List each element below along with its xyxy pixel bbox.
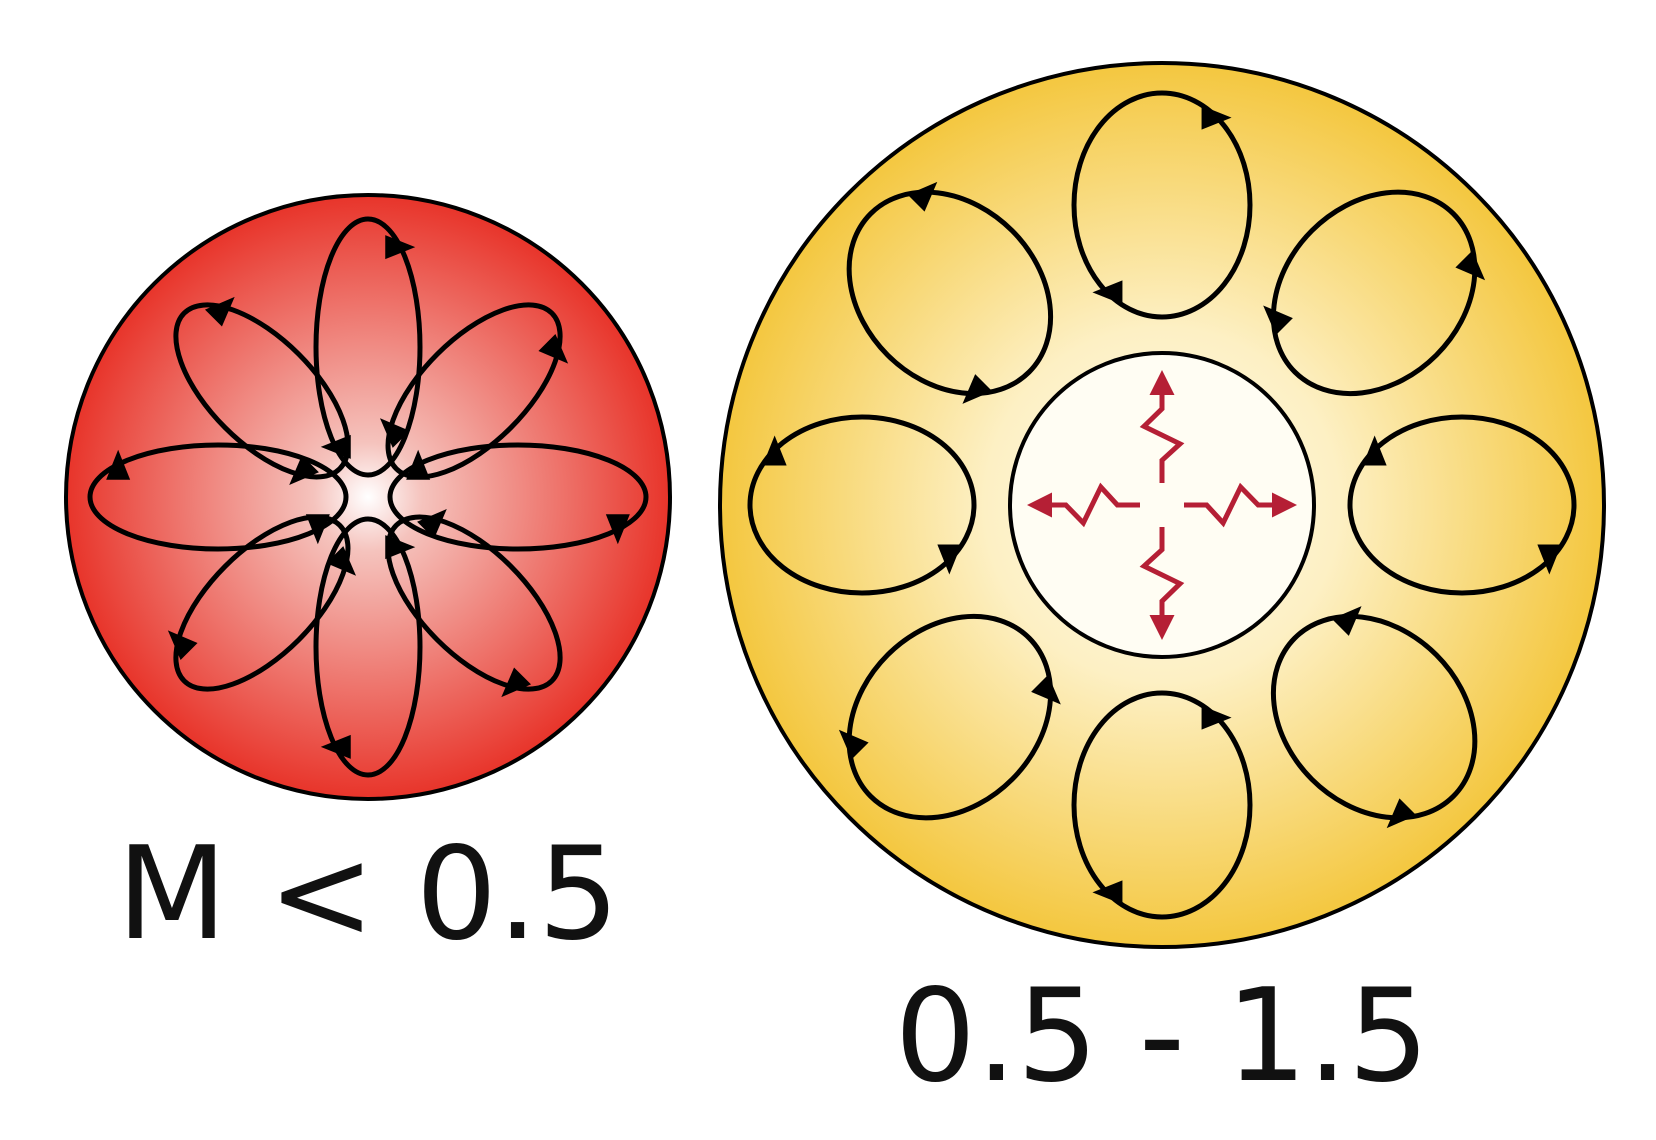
convection-loop-left-2-path: [385, 302, 563, 480]
convection-loop-left-2-arrowhead-1: [538, 333, 569, 364]
convection-loop-right-3-arrowhead-1: [1537, 544, 1562, 575]
convection-loop-left-6-arrowhead-1: [167, 630, 198, 661]
convection-loop-right-5-arrowhead-2: [1201, 705, 1232, 730]
convection-loop-left-5-arrowhead-1: [320, 734, 351, 759]
convection-loop-left-3-arrowhead-1: [605, 514, 630, 545]
convection-loop-left-3-path: [387, 442, 649, 552]
convection-loop-right-4: [1270, 606, 1478, 829]
convection-loop-right-3-path: [1347, 414, 1577, 596]
radiation-arrows: [1027, 370, 1297, 640]
radiation-arrow-2: [1184, 482, 1297, 528]
star-low-mass: M < 0.5: [64, 193, 672, 969]
convection-loop-left-6: [167, 514, 357, 692]
convection-loop-left-1-path: [313, 216, 423, 478]
convection-loop-right-1: [1071, 90, 1253, 320]
convection-loop-right-1-path: [1071, 90, 1253, 320]
star-low-mass-body: [64, 193, 672, 801]
convection-loop-right-1-arrowhead-2: [1092, 280, 1123, 305]
radiative-core: [1008, 351, 1316, 659]
convection-loop-right-6-arrowhead-2: [1031, 674, 1061, 705]
convection-loop-right-7-arrowhead-1: [762, 435, 787, 466]
convection-loop-right-4-arrowhead-1: [1386, 798, 1417, 829]
convection-loop-right-2-path: [1270, 189, 1478, 397]
convection-loop-left-5: [313, 516, 423, 778]
convection-loop-left-6-arrowhead-2: [326, 546, 357, 576]
convection-loop-right-5-path: [1071, 690, 1253, 920]
convection-loop-right-2-arrowhead-2: [1263, 305, 1293, 336]
convection-loop-left-2: [379, 302, 569, 480]
convection-loop-right-6-arrowhead-1: [838, 729, 869, 760]
convection-loop-right-5: [1071, 690, 1253, 920]
star-mid-mass-label: 0.5 - 1.5: [895, 962, 1430, 1111]
convection-loop-left-4: [385, 508, 563, 698]
convection-loop-left-3: [387, 442, 649, 552]
convection-loop-left-8-path: [173, 302, 351, 480]
convection-loop-right-8-arrowhead-1: [907, 181, 938, 212]
star-low-mass-label: M < 0.5: [117, 820, 620, 969]
convection-loop-right-4-path: [1270, 613, 1478, 821]
convection-loop-right-2-arrowhead-1: [1455, 250, 1486, 281]
convection-loop-left-5-path: [313, 516, 423, 778]
convection-loops-left: [87, 216, 649, 778]
convection-loop-right-3: [1347, 414, 1577, 596]
convection-loop-left-8-arrowhead-2: [289, 455, 319, 486]
convection-loop-right-7-path: [747, 414, 977, 596]
convection-loop-left-7-arrowhead-1: [106, 449, 131, 480]
convection-loop-left-1-arrowhead-1: [385, 235, 416, 260]
convection-loop-left-2-arrowhead-2: [379, 418, 410, 448]
convection-loop-right-2: [1263, 189, 1486, 397]
convection-loops-right: [747, 90, 1577, 920]
convection-loop-right-1-arrowhead-1: [1201, 105, 1232, 130]
convection-loop-left-4-arrowhead-2: [417, 508, 447, 539]
convection-loop-left-7-path: [87, 442, 349, 552]
convection-loop-right-7-arrowhead-2: [937, 544, 962, 575]
convection-loop-left-7: [87, 442, 349, 552]
convection-loop-left-3-arrowhead-2: [406, 449, 431, 480]
radiation-arrow-3: [1139, 527, 1185, 640]
radiation-arrow-1: [1139, 370, 1185, 483]
star-mid-mass: 0.5 - 1.5: [718, 61, 1606, 1111]
convection-loop-left-6-path: [173, 514, 351, 692]
convection-loop-right-7: [747, 414, 977, 596]
convection-loop-left-4-arrowhead-1: [501, 667, 532, 698]
convection-loop-right-8: [846, 181, 1054, 404]
convection-loop-left-4-path: [385, 514, 563, 692]
convection-loop-right-3-arrowhead-2: [1362, 435, 1387, 466]
convection-loop-left-5-arrowhead-2: [385, 535, 416, 560]
convection-loop-left-7-arrowhead-2: [305, 514, 330, 545]
convection-loop-left-8: [173, 296, 351, 486]
convection-loop-right-8-arrowhead-2: [962, 374, 993, 404]
radiation-arrow-4: [1027, 482, 1140, 528]
convection-loop-left-8-arrowhead-1: [204, 296, 235, 327]
convection-loop-right-8-path: [846, 189, 1054, 397]
convection-loop-left-1: [313, 216, 423, 478]
convection-loop-left-1-arrowhead-2: [320, 434, 351, 459]
convection-loop-right-5-arrowhead-1: [1092, 880, 1123, 905]
convection-loop-right-4-arrowhead-2: [1331, 606, 1362, 636]
